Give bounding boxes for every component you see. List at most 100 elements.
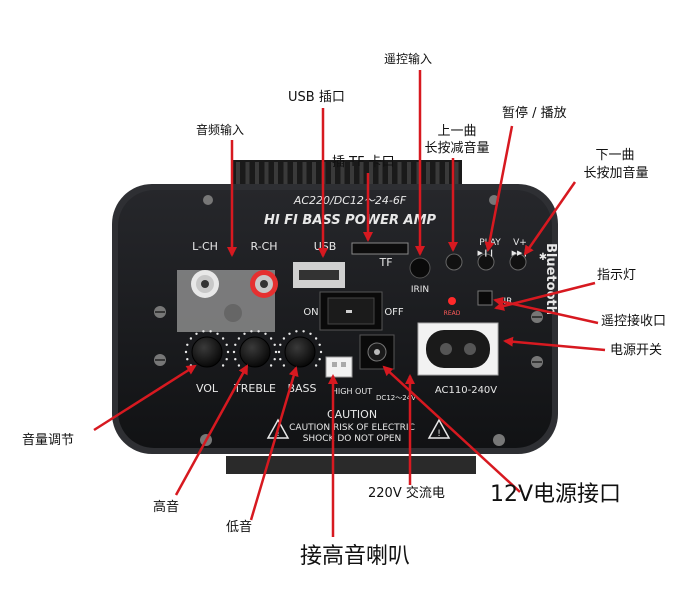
center-screw-icon	[224, 304, 242, 322]
svg-text:!: !	[437, 429, 441, 439]
knob-scale-dot	[221, 337, 225, 340]
knob-scale-dot	[195, 332, 198, 335]
svg-text:!: !	[276, 429, 280, 439]
indicator-led	[448, 297, 456, 305]
callout-ac220: 220V 交流电	[368, 486, 445, 501]
tf-slot-icon	[351, 242, 409, 255]
heat-sink-fin	[255, 162, 259, 192]
heat-sink-fin	[416, 162, 421, 192]
heat-sink-fin	[388, 162, 392, 192]
usb-port-icon	[293, 262, 345, 288]
knob-scale-dot	[243, 332, 246, 335]
knob-scale-dot	[221, 364, 225, 367]
rch-label: R-CH	[250, 240, 277, 253]
vplus-label: V+	[513, 238, 527, 248]
knob-scale-dot	[189, 364, 193, 367]
tf-label: TF	[378, 256, 392, 269]
knob-scale-dot	[264, 332, 267, 335]
knob-scale-dot	[209, 330, 212, 333]
high-out-terminal	[325, 356, 353, 378]
heat-sink-fin	[274, 162, 278, 192]
callout-remote-in: 遥控输入	[384, 52, 433, 66]
ac-range-label: AC110-240V	[435, 385, 497, 396]
ac-socket-icon	[417, 322, 499, 376]
callout-tweeter: 接高音喇叭	[300, 544, 411, 569]
callout-next-track: 下一曲	[595, 148, 635, 163]
knob-scale-dot	[186, 343, 189, 346]
heat-sink-fin	[454, 162, 459, 192]
model-name: HI FI BASS POWER AMP	[264, 213, 437, 228]
callout-prev-hold: 长按减音量	[424, 141, 490, 156]
knob-scale-dots	[184, 330, 323, 367]
bass-label: BASS	[287, 382, 316, 395]
callout-remote-receiver: 遥控接收口	[601, 314, 667, 329]
bass-knob[interactable]	[284, 336, 316, 368]
heat-sink-fin	[350, 162, 354, 192]
knob-scale-dot	[295, 330, 298, 333]
heat-sink-fin	[435, 162, 440, 192]
knob-scale-dot	[318, 343, 321, 346]
next-button[interactable]	[509, 253, 527, 271]
heat-sink-fin	[245, 162, 250, 192]
screw-icon	[154, 195, 543, 446]
heat-sink-fin	[302, 162, 307, 192]
knob-scale-dot	[279, 358, 282, 361]
knob-scale-dot	[202, 330, 205, 333]
caution-title: CAUTION	[327, 408, 377, 421]
play-pause-icon: ▶❙❙	[477, 249, 494, 257]
warning-triangle-icon: ! !	[266, 418, 451, 439]
heat-sink-fin	[283, 162, 288, 192]
prev-button[interactable]	[445, 253, 463, 271]
knob-scale-dot	[279, 343, 282, 346]
knob-scale-dot	[184, 350, 188, 354]
play-pause-button[interactable]	[477, 253, 495, 271]
knob-scale-dot	[273, 343, 276, 346]
irin-label: IRIN	[411, 285, 429, 295]
knob-scale-dot	[282, 364, 286, 367]
next-track-icon: ▶▶❙	[512, 249, 529, 257]
heat-sink-fin	[397, 162, 402, 192]
knob-scale-dot	[318, 358, 321, 361]
caution-line-2: SHOCK DO NOT OPEN	[303, 434, 402, 444]
knob-scale-dot	[274, 350, 278, 354]
vol-label: VOL	[196, 382, 219, 395]
treble-label: TREBLE	[233, 382, 276, 395]
heat-sink-fin	[445, 162, 449, 192]
rca-jack-left-icon	[191, 270, 219, 298]
heat-sink-fin	[293, 162, 297, 192]
knob-scale-dot	[302, 330, 305, 333]
usb-label: USB	[314, 240, 337, 253]
knob-scale-dot	[314, 337, 318, 340]
bluetooth-label: Bluetooth	[543, 243, 558, 315]
knob-scale-dot	[216, 332, 219, 335]
power-switch[interactable]	[319, 291, 383, 331]
callout-arrows	[93, 70, 606, 537]
callout-next-hold: 长按加音量	[583, 166, 649, 181]
knob-scale-dot	[226, 350, 230, 354]
dc-jack-icon	[359, 334, 395, 370]
knob-scale-dot	[319, 350, 323, 354]
bluetooth-icon: ✱	[539, 252, 547, 263]
vol-knob[interactable]	[191, 336, 223, 368]
knob-scale-dot	[288, 332, 291, 335]
ir-receiver-window	[477, 290, 493, 306]
heat-sink-fin	[340, 162, 345, 192]
treble-knob[interactable]	[239, 336, 271, 368]
heat-sink-fin	[407, 162, 411, 192]
high-out-label: HIGH OUT	[332, 387, 372, 396]
heat-sink-fin	[236, 162, 240, 192]
knob-scale-dot	[237, 364, 241, 367]
callout-power-switch: 电源开关	[610, 343, 663, 358]
irin-jack-icon	[409, 257, 431, 279]
switch-on-label: ON	[303, 307, 318, 318]
knob-scale-dot	[282, 337, 286, 340]
rca-jack-right-icon	[250, 270, 278, 298]
knob-scale-dot	[234, 358, 237, 361]
knob-scale-dot	[250, 330, 253, 333]
power-spec-text: AC220/DC12～24-6F	[293, 194, 407, 207]
callout-audio-in: 音频输入	[196, 123, 245, 137]
knob-scale-dot	[234, 343, 237, 346]
callout-dc12: 12V电源接口	[490, 482, 622, 507]
heat-sink-fin	[378, 162, 383, 192]
